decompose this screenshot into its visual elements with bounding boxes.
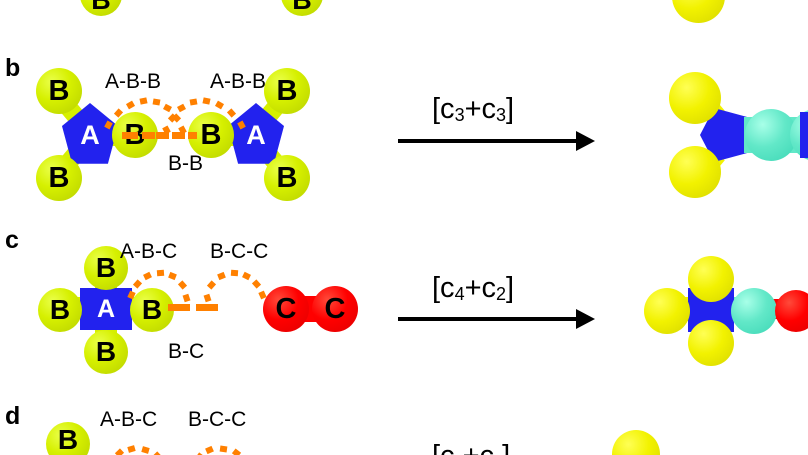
atom-label: B bbox=[49, 294, 71, 325]
atom-label: C bbox=[275, 292, 297, 325]
atom-sphere-red bbox=[775, 290, 808, 332]
atom-sphere-b: B bbox=[130, 288, 174, 332]
interaction-line-bc bbox=[168, 302, 264, 312]
atom-sphere-c: C bbox=[263, 286, 309, 332]
atom-sphere-yellow bbox=[688, 256, 734, 302]
atom-sphere-c: C bbox=[312, 286, 358, 332]
panel-letter-c: c bbox=[5, 226, 19, 254]
core-a: A bbox=[80, 288, 132, 330]
rxn-plus: +c bbox=[464, 272, 497, 304]
atom-label: C bbox=[324, 292, 346, 325]
atom-sphere-b: B bbox=[80, 0, 122, 16]
rxn-sub2: 3 bbox=[496, 105, 507, 125]
atom-label: B bbox=[91, 0, 111, 15]
core-label: A bbox=[96, 294, 116, 323]
atom-sphere-b: B bbox=[264, 155, 310, 201]
reaction-label-c: [c4+c2] bbox=[432, 272, 514, 305]
panel-letter-d: d bbox=[5, 402, 21, 430]
atom-sphere-b-product bbox=[672, 0, 725, 23]
reaction-label-b: [c3+c3] bbox=[432, 93, 514, 126]
atom-label: B bbox=[95, 252, 117, 283]
rxn-sub1: 3 bbox=[454, 105, 465, 125]
interaction-label-abb-right: A-B-B bbox=[210, 70, 267, 93]
core-label: A bbox=[246, 119, 266, 150]
atom-sphere-yellow bbox=[669, 72, 721, 124]
reaction-arrow-shaft bbox=[398, 139, 580, 143]
rxn-close: ] bbox=[506, 93, 515, 125]
interaction-arc-bcc-d bbox=[195, 445, 256, 455]
atom-label: B bbox=[292, 0, 312, 15]
reaction-arrow-shaft bbox=[398, 317, 580, 321]
interaction-label-bc: B-C bbox=[168, 340, 205, 363]
atom-sphere-b: B bbox=[281, 0, 323, 16]
rxn-sub2: 2 bbox=[496, 284, 507, 304]
atom-label: B bbox=[276, 74, 298, 107]
reaction-arrow-head bbox=[576, 131, 595, 151]
atom-sphere-b: B bbox=[84, 330, 128, 374]
interaction-label-bb: B-B bbox=[168, 152, 204, 175]
interaction-line-bb bbox=[156, 130, 197, 140]
atom-sphere-b: B bbox=[264, 68, 310, 114]
panel-letter-b: b bbox=[5, 54, 21, 82]
reaction-arrow-head bbox=[576, 309, 595, 329]
atom-sphere-b: B bbox=[36, 68, 82, 114]
interaction-label-bcc: B-C-C bbox=[210, 240, 269, 263]
rxn-open: [c bbox=[432, 272, 455, 304]
atom-sphere-b: B bbox=[36, 155, 82, 201]
interaction-label-bcc-d: B-C-C bbox=[188, 408, 247, 431]
interaction-label-abc-d: A-B-C bbox=[100, 408, 158, 431]
product-core-clipped bbox=[800, 112, 808, 158]
atom-sphere-yellow bbox=[669, 146, 721, 198]
atom-sphere-cyan bbox=[745, 109, 797, 161]
interaction-label-abb-left: A-B-B bbox=[105, 70, 162, 93]
rxn-sub1: 4 bbox=[454, 284, 465, 304]
atom-label: B bbox=[48, 74, 70, 107]
atom-sphere-b: B bbox=[84, 246, 128, 290]
atom-label: B bbox=[200, 118, 222, 151]
interaction-label-abc: A-B-C bbox=[120, 240, 178, 263]
atom-sphere-b: B bbox=[46, 422, 90, 455]
atom-sphere-b: B bbox=[38, 288, 82, 332]
interaction-line-bb-extra bbox=[122, 130, 156, 140]
atom-label: B bbox=[95, 336, 117, 367]
atom-label: B bbox=[276, 161, 298, 194]
rxn-plus: +c bbox=[464, 93, 497, 125]
atom-sphere-yellow bbox=[688, 320, 734, 366]
interaction-arc-abc-d bbox=[108, 445, 168, 455]
atom-sphere-yellow bbox=[644, 288, 690, 334]
reaction-label-d: [c +c ] bbox=[432, 440, 510, 455]
atom-label: B bbox=[141, 294, 163, 325]
core-label: A bbox=[80, 119, 100, 150]
atom-label: B bbox=[48, 161, 70, 194]
atom-label: B bbox=[57, 424, 79, 455]
atom-sphere-cyan bbox=[731, 288, 777, 334]
rxn-open: [c bbox=[432, 93, 455, 125]
rxn-close: ] bbox=[506, 272, 515, 304]
atom-sphere-b-product bbox=[612, 430, 660, 455]
